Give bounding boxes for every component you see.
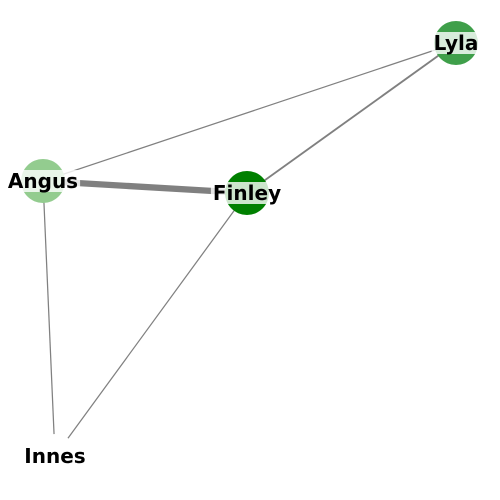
edges-layer [42, 42, 457, 457]
node-label-angus: Angus [8, 169, 78, 193]
node-label-finley: Finley [213, 181, 281, 205]
node-label-innes: Innes [24, 444, 85, 468]
node-label-bg-angus [5, 170, 81, 192]
node-label-bg-innes [22, 445, 88, 467]
edge-angus-lyla [42, 42, 457, 182]
node-label-bg-finley [210, 182, 284, 204]
node-label-lyla: Lyla [434, 31, 479, 55]
node-label-bg-lyla [431, 32, 481, 54]
edge-finley-lyla [246, 42, 457, 194]
edge-finley-innes [54, 192, 248, 457]
edge-angus-innes [42, 180, 56, 457]
